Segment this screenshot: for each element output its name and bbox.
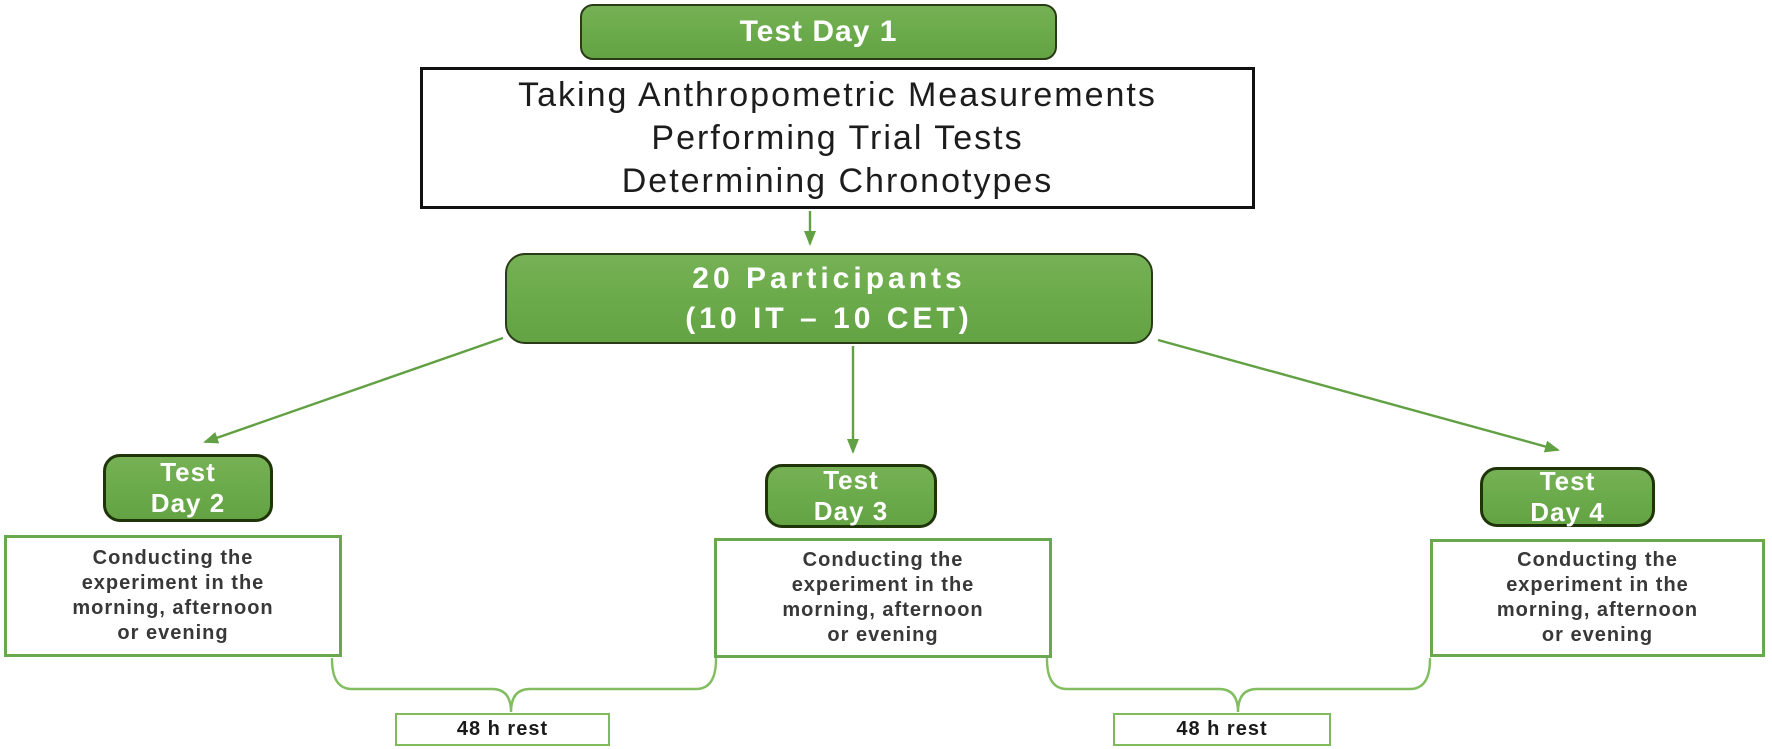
experiment-desc-line: Conducting the bbox=[802, 549, 964, 571]
experiment-box-day2: Conducting the experiment in the morning… bbox=[4, 535, 342, 657]
experiment-box-day4: Conducting the experiment in the morning… bbox=[1430, 539, 1765, 657]
brace-rest-1 bbox=[330, 657, 718, 713]
experiment-desc-line: experiment in the bbox=[791, 574, 975, 596]
activity-line: Determining Chronotypes bbox=[621, 161, 1054, 200]
test-day-3-box: Test Day 3 bbox=[765, 464, 937, 528]
participants-groups-label: (10 IT – 10 CET) bbox=[685, 301, 973, 335]
rest-box-2: 48 h rest bbox=[1113, 713, 1331, 746]
test-day-1-label: Test Day 1 bbox=[739, 15, 898, 48]
experiment-desc-line: or evening bbox=[117, 622, 229, 644]
rest-box-1: 48 h rest bbox=[395, 713, 610, 746]
activity-line: Performing Trial Tests bbox=[651, 118, 1024, 157]
test-day-2-label: Day 2 bbox=[150, 488, 226, 518]
experiment-desc-line: morning, afternoon bbox=[72, 597, 274, 619]
arrow-participants-to-day2 bbox=[203, 336, 504, 444]
experiment-desc-line: experiment in the bbox=[81, 572, 265, 594]
experiment-desc-line: or evening bbox=[1541, 624, 1654, 646]
experiment-box-day3: Conducting the experiment in the morning… bbox=[714, 538, 1052, 658]
test-day-4-label: Test bbox=[1539, 466, 1596, 496]
experiment-desc-line: Conducting the bbox=[92, 547, 254, 569]
test-day-3-label: Test bbox=[823, 465, 879, 495]
activity-line: Taking Anthropometric Measurements bbox=[518, 75, 1157, 114]
experiment-desc-line: morning, afternoon bbox=[782, 599, 984, 621]
brace-rest-2 bbox=[1045, 657, 1432, 713]
participants-count-label: 20 Participants bbox=[692, 261, 966, 295]
test-day-2-label: Test bbox=[160, 457, 216, 487]
experiment-desc-line: or evening bbox=[827, 624, 939, 646]
rest-label: 48 h rest bbox=[456, 718, 549, 740]
participants-box: 20 Participants (10 IT – 10 CET) bbox=[505, 253, 1153, 344]
experiment-desc-line: experiment in the bbox=[1506, 574, 1689, 596]
arrow-participants-to-day4 bbox=[1157, 338, 1560, 453]
day1-activities-box: Taking Anthropometric Measurements Perfo… bbox=[420, 67, 1255, 209]
rest-label: 48 h rest bbox=[1176, 718, 1268, 740]
test-day-4-box: Test Day 4 bbox=[1480, 466, 1655, 527]
test-day-2-box: Test Day 2 bbox=[103, 454, 273, 522]
test-day-3-label: Day 3 bbox=[813, 496, 889, 526]
test-day-4-label: Day 4 bbox=[1530, 497, 1605, 527]
experiment-desc-line: Conducting the bbox=[1517, 549, 1678, 571]
experiment-desc-line: morning, afternoon bbox=[1496, 599, 1699, 621]
test-day-1-box: Test Day 1 bbox=[580, 4, 1057, 60]
